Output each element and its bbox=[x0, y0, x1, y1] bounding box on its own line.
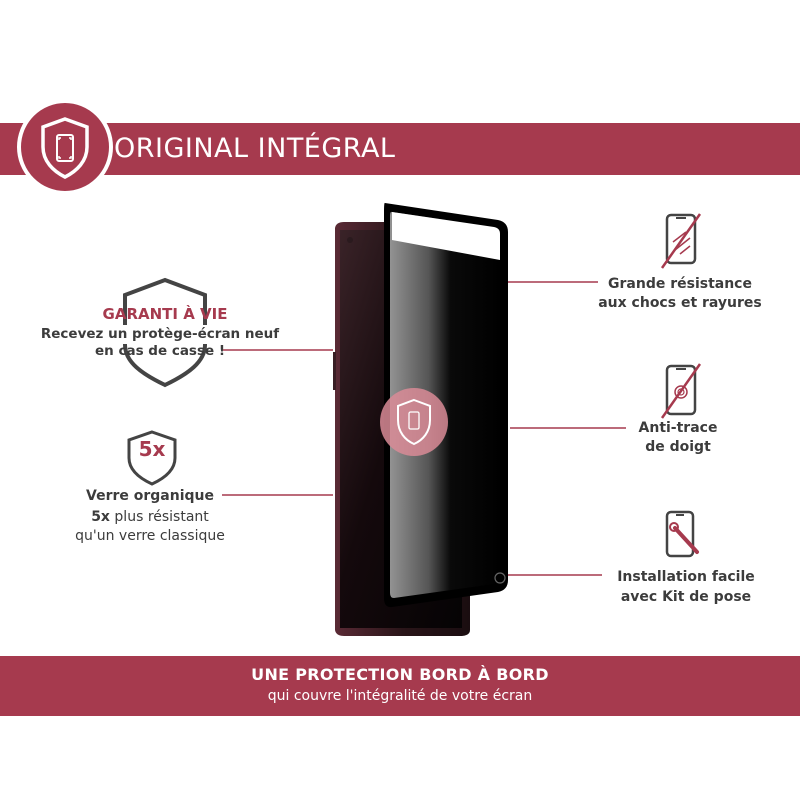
shield-5x-icon bbox=[127, 430, 177, 486]
feature-impact-line2: aux chocs et rayures bbox=[598, 295, 762, 311]
screen-protector bbox=[384, 202, 508, 608]
anti-fingerprint-phone-icon bbox=[660, 363, 702, 419]
glass-line2: qu'un verre classique bbox=[75, 528, 225, 544]
warranty-title: GARANTI À VIE bbox=[102, 305, 228, 323]
callout-lines bbox=[222, 281, 626, 576]
badge-5x: 5x bbox=[138, 437, 166, 461]
shield-phone-icon bbox=[41, 117, 89, 179]
feature-impact-line1: Grande résistance bbox=[608, 276, 752, 292]
glass-title: Verre organique bbox=[86, 488, 214, 504]
install-kit-phone-icon bbox=[665, 510, 699, 558]
footer-subtitle: qui couvre l'intégralité de votre écran bbox=[267, 688, 533, 704]
header-badge bbox=[17, 99, 113, 195]
feature-install-line1: Installation facile bbox=[617, 569, 755, 585]
warranty-line2: en cas de casse ! bbox=[94, 343, 226, 359]
footer-band bbox=[0, 656, 800, 716]
scratch-resistant-phone-icon bbox=[660, 213, 702, 269]
glass-line1-rest: plus résistant bbox=[109, 509, 209, 525]
feature-fingerprint-line2: de doigt bbox=[645, 439, 711, 455]
warranty-line1: Recevez un protège-écran neuf bbox=[10, 325, 310, 344]
feature-install-line2: avec Kit de pose bbox=[620, 589, 752, 605]
brand-shield-logo bbox=[380, 388, 448, 456]
page-title: ORIGINAL INTÉGRAL bbox=[114, 133, 396, 164]
footer-title: UNE PROTECTION BORD À BORD bbox=[251, 665, 549, 684]
header-band bbox=[0, 123, 800, 175]
glass-line1-bold: 5x bbox=[91, 509, 110, 525]
glass-line1: 5x plus résistant bbox=[60, 508, 240, 527]
warranty-shield-icon bbox=[123, 277, 207, 388]
feature-fingerprint-line1: Anti-trace bbox=[638, 420, 718, 436]
